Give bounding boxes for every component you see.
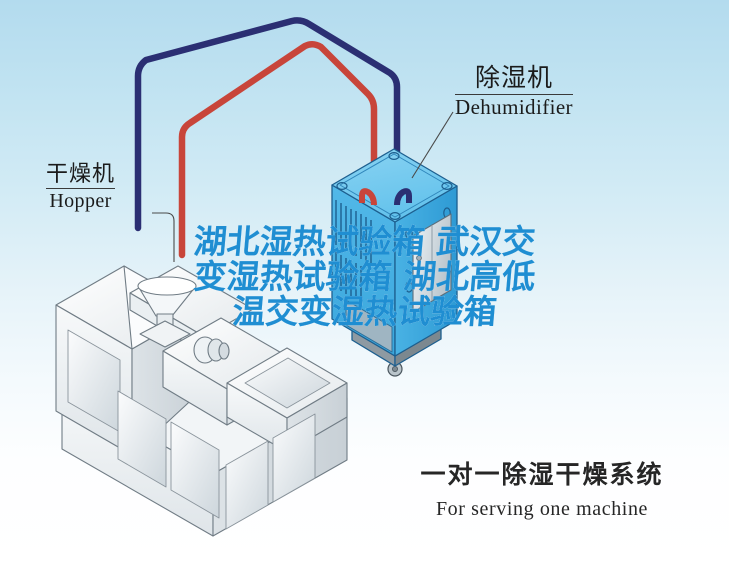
- return-air-pipe: [134, 17, 401, 232]
- door-handle: [416, 255, 422, 261]
- front-door-4: [272, 413, 316, 503]
- funnel-rim: [137, 276, 197, 296]
- dehumidifier-leader: [411, 111, 454, 179]
- system-caption-en: For serving one machine: [435, 498, 649, 520]
- body-top-face: [331, 148, 458, 223]
- pipe-stub-red: [359, 188, 377, 206]
- funnel-flange: [139, 320, 191, 348]
- dehumidifier-unit: [331, 148, 458, 377]
- label-hopper-en: Hopper: [49, 190, 112, 212]
- label-dehumidifier-cn: 除湿机: [474, 64, 553, 92]
- front-door-1: [117, 390, 167, 488]
- label-hopper: 干燥机 Hopper: [46, 161, 116, 212]
- front-door-3: [225, 440, 269, 530]
- label-dehumidifier-rule: [455, 94, 573, 95]
- system-caption: 一对一除湿干燥系统 For serving one machine: [392, 455, 692, 521]
- pipe-group: [134, 17, 401, 259]
- label-dehumidifier: 除湿机 Dehumidifier: [455, 66, 573, 118]
- label-hopper-cn: 干燥机: [46, 161, 116, 186]
- label-dehumidifier-en: Dehumidifier: [455, 95, 573, 119]
- right-block-lid: [244, 357, 331, 409]
- supply-air-pipe: [178, 41, 378, 259]
- pipe-stub-blue: [394, 188, 412, 206]
- label-hopper-rule: [46, 188, 116, 189]
- system-caption-cn: 一对一除湿干燥系统: [420, 461, 664, 489]
- hopper-machine: [55, 265, 348, 537]
- feed-funnel: [137, 276, 197, 348]
- loader-motor: [193, 336, 230, 364]
- vent-louvers: [335, 200, 372, 302]
- leader-lines: [152, 111, 454, 262]
- bolt-holes: [336, 152, 453, 221]
- front-door-2: [170, 421, 220, 519]
- lower-panel: [345, 299, 393, 353]
- top-face-inset: [339, 153, 450, 218]
- hopper-leader: [152, 212, 175, 262]
